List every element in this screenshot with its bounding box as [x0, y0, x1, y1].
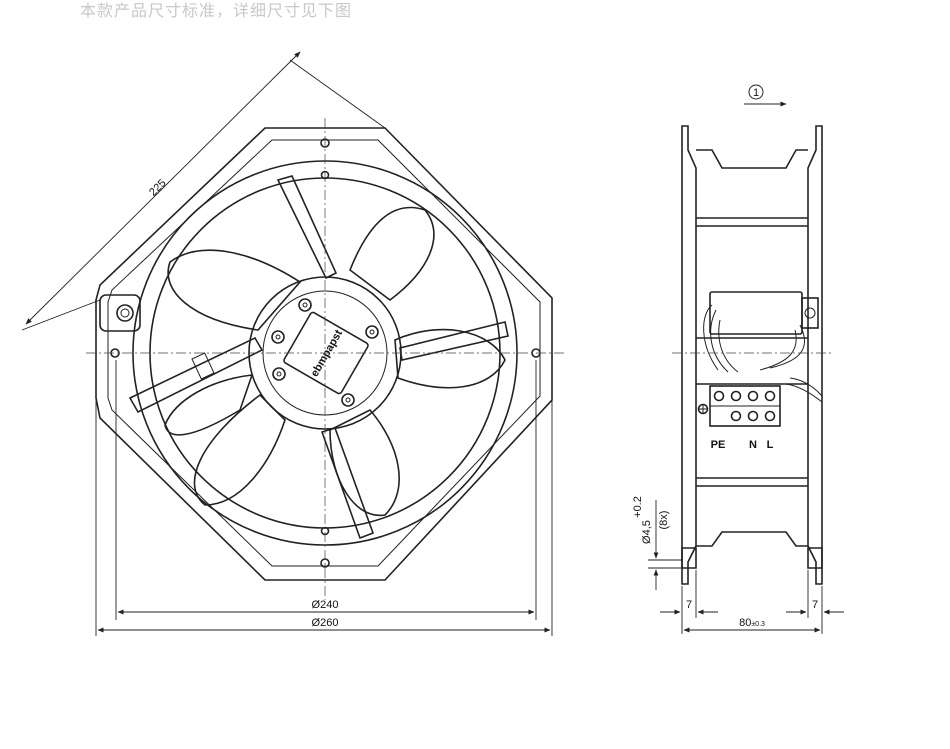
dim-hole-tol: +0.2 — [632, 496, 644, 518]
cable-clamp — [99, 294, 141, 332]
dim-hole: Ø4,5 +0.2 (8x) — [632, 496, 682, 590]
capacitor — [709, 291, 803, 335]
terminal-l: L — [767, 439, 774, 451]
dim-flange-left-label: 7 — [686, 599, 692, 611]
terminal-n: N — [749, 439, 757, 451]
dim-diagonal-label: 225 — [147, 177, 168, 198]
dim-hole-count: (8x) — [658, 511, 670, 530]
side-view: 1 — [632, 84, 844, 634]
right-flange — [807, 125, 823, 585]
dim-depth-label: 80±0.3 — [739, 617, 765, 629]
left-flange — [681, 125, 697, 585]
dim-inner-label: Ø240 — [312, 599, 339, 611]
dim-depth-value: 80 — [739, 617, 751, 629]
dim-side-bottom: 7 7 80±0.3 — [660, 570, 844, 634]
hub-label: ebmpapst — [309, 328, 346, 379]
header-note: 本款产品尺寸标准，详细尺寸见下图 — [80, 3, 353, 20]
bottom-venturi — [696, 531, 808, 547]
top-venturi — [696, 149, 808, 169]
dim-horizontal: Ø240 Ø260 — [95, 360, 553, 636]
wires — [703, 304, 823, 403]
dim-diagonal: 225 — [21, 51, 386, 331]
flow-marker: 1 — [753, 87, 759, 99]
flow-direction: 1 — [744, 84, 787, 107]
dim-depth-tol: ±0.3 — [751, 621, 765, 628]
terminal-pe: PE — [711, 439, 726, 451]
front-view: ebmpapst 225 — [21, 51, 566, 636]
dim-outer-label: Ø260 — [312, 617, 339, 629]
dim-hole-label: Ø4,5 — [641, 520, 653, 544]
terminal-block — [697, 385, 781, 427]
hub-label-plate — [283, 311, 369, 395]
dim-flange-right-label: 7 — [812, 599, 818, 611]
